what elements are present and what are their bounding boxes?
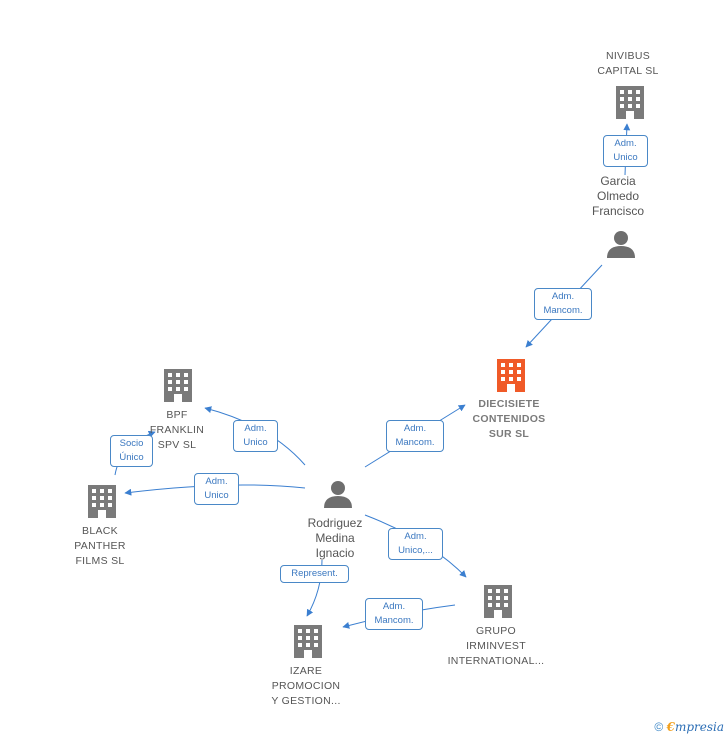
label-line: BLACK: [82, 525, 118, 537]
building-icon[interactable]: [614, 84, 646, 125]
label-line: Y GESTION...: [271, 695, 341, 707]
person-icon[interactable]: [605, 228, 637, 265]
label-line: PROMOCION: [271, 680, 341, 692]
label-line: SPV SL: [157, 439, 197, 451]
label-line: NIVIBUS: [605, 50, 651, 62]
edge-label-line: Adm.: [614, 138, 637, 149]
node-label-bpf[interactable]: BPF FRANKLIN SPV SL: [137, 408, 217, 453]
brand-logo-text: mpresia: [674, 720, 724, 734]
edge-label-rodriguez-black[interactable]: Adm. Unico: [194, 473, 239, 505]
edge-label-line: Unico,...: [398, 545, 433, 556]
node-label-black-panther[interactable]: BLACK PANTHER FILMS SL: [55, 524, 145, 569]
brand-logo-mark: €: [666, 720, 675, 734]
label-line: Francisco: [591, 204, 644, 218]
label-line: IZARE: [289, 665, 323, 677]
edge-label-line: Adm.: [551, 291, 575, 302]
building-icon[interactable]: [482, 583, 514, 624]
brand-logo: €mpresia: [667, 720, 724, 734]
copyright-icon: ©: [654, 720, 664, 734]
label-line: IRMINVEST: [466, 640, 526, 652]
label-line: DIECISIETE: [478, 398, 540, 410]
edge-label-line: Represent.: [291, 568, 338, 579]
edge-label-line: Adm.: [404, 531, 427, 542]
edge-label-line: Unico: [204, 490, 229, 501]
edge-label-line: Mancom.: [374, 615, 414, 626]
edge-label-line: Unico: [243, 437, 268, 448]
label-line: FILMS SL: [75, 555, 125, 567]
edge-label-line: Mancom.: [543, 305, 583, 316]
building-icon[interactable]: [86, 483, 118, 524]
label-line: CONTENIDOS: [472, 413, 546, 425]
edge-label-rodriguez-diecisiete[interactable]: Adm. Mancom.: [386, 420, 444, 452]
label-line: CAPITAL SL: [597, 65, 659, 77]
building-focus-icon[interactable]: [495, 357, 527, 398]
edge-label-rodriguez-grupo[interactable]: Adm. Unico,...: [388, 528, 443, 560]
building-icon[interactable]: [292, 623, 324, 664]
node-label-rodriguez[interactable]: Rodriguez Medina Ignacio: [285, 516, 385, 561]
edge-label-line: Único: [119, 452, 144, 463]
node-label-garcia[interactable]: Garcia Olmedo Francisco: [568, 174, 668, 219]
edge-label-line: Adm.: [382, 601, 406, 612]
node-label-diecisiete[interactable]: DIECISIETE CONTENIDOS SUR SL: [454, 397, 564, 442]
label-line: Garcia: [600, 174, 636, 188]
node-label-izare[interactable]: IZARE PROMOCION Y GESTION...: [251, 664, 361, 709]
edge-label-garcia-nivibus[interactable]: Adm. Unico: [603, 135, 648, 167]
person-icon[interactable]: [322, 478, 354, 515]
label-line: Rodriguez: [307, 516, 363, 530]
edge-label-line: Socio: [119, 438, 144, 449]
footer-brand[interactable]: © €mpresia: [654, 720, 724, 734]
edge-label-grupo-izare[interactable]: Adm. Mancom.: [365, 598, 423, 630]
label-line: INTERNATIONAL...: [447, 655, 545, 667]
edge-label-line: Unico: [613, 152, 638, 163]
edge-line-rodriguez-izare: [306, 559, 323, 617]
edge-label-garcia-diecisiete[interactable]: Adm. Mancom.: [534, 288, 592, 320]
edge-label-line: Adm.: [205, 476, 228, 487]
label-line: Medina: [315, 531, 355, 545]
edge-label-line: Adm.: [403, 423, 427, 434]
building-icon[interactable]: [162, 367, 194, 408]
edge-label-rodriguez-izare[interactable]: Represent.: [280, 565, 349, 583]
label-line: Olmedo: [596, 189, 640, 203]
label-line: Ignacio: [315, 546, 355, 560]
edge-label-line: Mancom.: [395, 437, 435, 448]
edge-label-black-bpf[interactable]: Socio Único: [110, 435, 153, 467]
label-line: BPF: [166, 409, 188, 421]
node-label-grupo[interactable]: GRUPO IRMINVEST INTERNATIONAL...: [431, 624, 561, 669]
edge-label-line: Adm.: [244, 423, 267, 434]
node-label-nivibus[interactable]: NIVIBUS CAPITAL SL: [578, 49, 678, 79]
label-line: GRUPO: [475, 625, 516, 637]
edge-label-rodriguez-bpf[interactable]: Adm. Unico: [233, 420, 278, 452]
label-line: PANTHER: [74, 540, 126, 552]
label-line: SUR SL: [488, 428, 530, 440]
label-line: FRANKLIN: [149, 424, 205, 436]
